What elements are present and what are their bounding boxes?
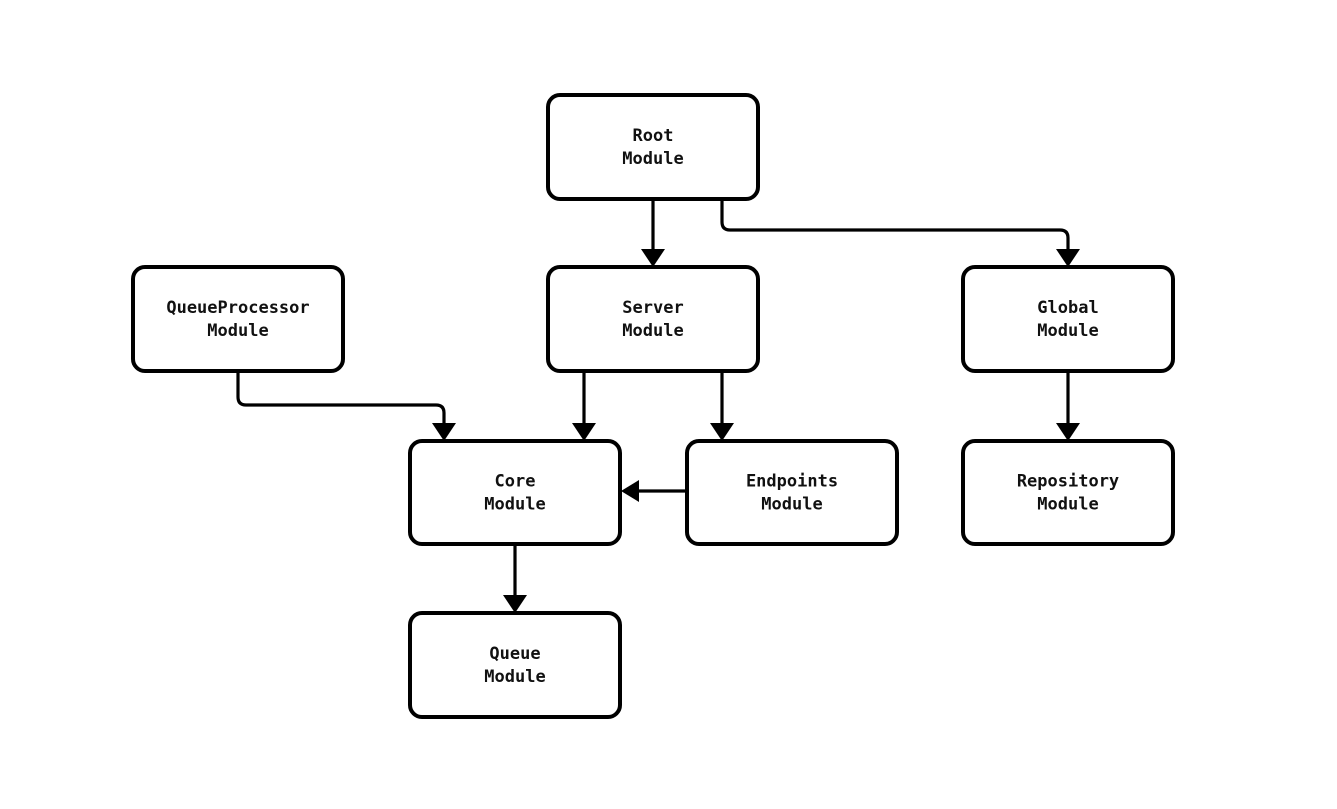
- edge-server-to-endpoints: [710, 371, 734, 441]
- edges-layer: [236, 199, 1080, 613]
- root-module-node-box[interactable]: [546, 93, 760, 201]
- edge-root-to-global-line: [720, 199, 1070, 250]
- repository-module-node-label-line1: Repository: [1017, 472, 1119, 492]
- edge-server-to-core-arrowhead-icon: [572, 423, 596, 441]
- global-module-node-label-line1: Global: [1037, 298, 1098, 318]
- core-module-node-label-line1: Core: [495, 472, 536, 492]
- edge-global-to-repository: [1056, 371, 1080, 441]
- edge-server-to-endpoints-arrowhead-icon: [710, 423, 734, 441]
- edge-queueprocessor-to-core: [236, 371, 456, 441]
- core-module-node-label-line2: Module: [484, 495, 545, 515]
- queue-module-node-label-line2: Module: [484, 667, 545, 687]
- edge-root-to-server: [641, 199, 665, 267]
- endpoints-module-node-label-line2: Module: [761, 495, 822, 515]
- edge-endpoints-to-core-arrowhead-icon: [621, 480, 639, 502]
- edge-core-to-queue-arrowhead-icon: [503, 595, 527, 613]
- edge-global-to-repository-arrowhead-icon: [1056, 423, 1080, 441]
- queueprocessor-module-node-box[interactable]: [131, 265, 345, 373]
- root-module-node-label-line2: Module: [622, 149, 683, 169]
- edge-queueprocessor-to-core-arrowhead-icon: [432, 423, 456, 441]
- endpoints-module-node-box[interactable]: [685, 439, 899, 546]
- repository-module-node-box[interactable]: [961, 439, 1175, 546]
- core-module-node-box[interactable]: [408, 439, 622, 546]
- global-module-node-box[interactable]: [961, 265, 1175, 373]
- endpoints-module-node-label-line1: Endpoints: [746, 472, 838, 492]
- queue-module-node-label-line1: Queue: [489, 644, 540, 664]
- edge-queueprocessor-to-core-line: [236, 371, 446, 424]
- global-module-node-label-line2: Module: [1037, 321, 1098, 341]
- queueprocessor-module-node-label-line2: Module: [207, 321, 268, 341]
- edge-core-to-queue: [503, 544, 527, 613]
- edge-root-to-server-arrowhead-icon: [641, 249, 665, 267]
- queueprocessor-module-node-label-line1: QueueProcessor: [166, 298, 309, 318]
- queue-module-node-box[interactable]: [408, 611, 622, 719]
- edge-root-to-global: [720, 199, 1080, 267]
- server-module-node-label-line2: Module: [622, 321, 683, 341]
- edge-endpoints-to-core: [621, 480, 687, 502]
- root-module-node-label-line1: Root: [633, 126, 674, 146]
- edge-root-to-global-arrowhead-icon: [1056, 249, 1080, 267]
- repository-module-node-label-line2: Module: [1037, 495, 1098, 515]
- edge-server-to-core: [572, 371, 596, 441]
- server-module-node-box[interactable]: [546, 265, 760, 373]
- server-module-node-label-line1: Server: [622, 298, 683, 318]
